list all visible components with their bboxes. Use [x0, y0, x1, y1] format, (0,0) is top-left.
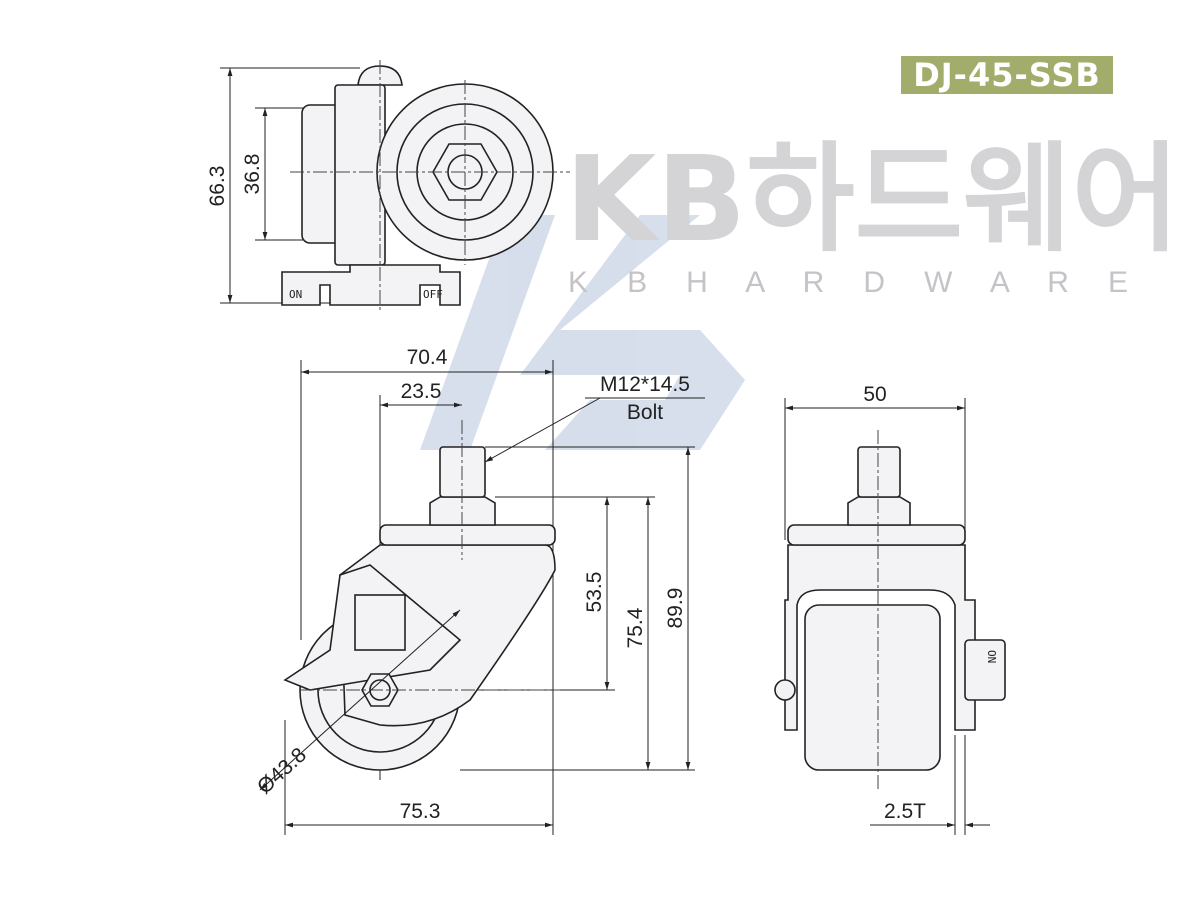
bolt-spec: M12*14.5	[600, 373, 690, 396]
bolt-label: Bolt	[627, 401, 663, 424]
dim-53-5: 53.5	[583, 572, 606, 613]
dim-66-3: 66.3	[206, 166, 229, 207]
pedal-on-label: ON	[289, 288, 302, 301]
dim-wheel-diameter: Ø43.8	[253, 743, 311, 798]
pedal-off-label: OFF	[423, 288, 443, 301]
brand-watermark-english: K B H A R D W A R E	[568, 266, 1128, 299]
dim-70-4: 70.4	[407, 346, 448, 369]
side-view: 70.4 23.5 75.3 89.9 75.4 53.5 Ø43.8 M12*…	[253, 346, 705, 835]
brand-watermark-korean: KB하드웨어	[565, 130, 1180, 268]
model-badge: DJ-45-SSB	[901, 56, 1113, 94]
dim-75-3: 75.3	[400, 800, 441, 823]
kb-logo-watermark	[420, 215, 745, 450]
dim-75-4: 75.4	[624, 607, 647, 648]
lever-on-label: ON	[985, 650, 998, 663]
dim-23-5: 23.5	[401, 380, 442, 403]
dim-50: 50	[863, 383, 886, 406]
front-view: 50 ON 2.5T	[774, 383, 1006, 835]
top-view: 66.3 36.8 ON OFF	[206, 60, 570, 310]
dim-89-9: 89.9	[664, 588, 687, 629]
dim-36-8: 36.8	[241, 154, 264, 195]
dim-2-5t: 2.5T	[884, 800, 926, 823]
